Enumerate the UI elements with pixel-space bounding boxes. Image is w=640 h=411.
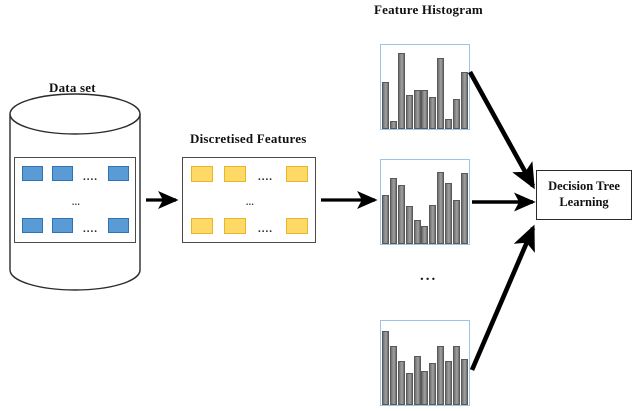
feature-histogram-3 [380, 320, 470, 406]
histogram-bar [413, 356, 421, 405]
histogram-bar [405, 206, 413, 244]
histogram-bar [429, 97, 437, 129]
histogram-bar [429, 205, 437, 244]
dataset-row2-ellipsis: .... [83, 223, 98, 235]
dataset-row1-ellipsis: .... [83, 171, 98, 183]
histogram-bar [413, 89, 421, 129]
histogram-bar [382, 331, 390, 405]
discretised-features-title: Discretised Features [190, 131, 307, 146]
dataset-title: Data set [49, 80, 96, 95]
histogram-bar [460, 172, 468, 244]
histogram-3-bars [381, 321, 469, 405]
feature-histogram-2 [380, 159, 470, 245]
discretised-cell-r2c4 [286, 218, 308, 234]
decision-line-1: Decision Tree [548, 179, 620, 194]
histogram-bar [405, 373, 413, 405]
histogram-bar [421, 89, 429, 129]
histogram-bar [382, 81, 390, 129]
histogram-bar [437, 346, 445, 405]
histogram-bar [460, 71, 468, 129]
decision-line-2: Learning [559, 195, 609, 209]
discretised-column-ellipsis: ... [246, 197, 255, 207]
histogram-bar [390, 120, 398, 129]
discretised-row2-ellipsis: .... [258, 223, 273, 235]
histogram-1-bars [381, 45, 469, 129]
discretised-cell-r2c2 [224, 218, 246, 234]
histogram-bar [398, 361, 406, 405]
dataset-cell-r2c4 [108, 218, 129, 233]
dataset-cylinder [8, 92, 142, 292]
histogram-bar [390, 346, 398, 405]
histogram-bar [398, 185, 406, 244]
feature-histogram-title: Feature Histogram [374, 2, 483, 17]
histogram-bar [405, 95, 413, 129]
histogram-bar [437, 57, 445, 129]
histogram-bar [421, 370, 429, 405]
dataset-cell-r2c1 [22, 218, 43, 233]
decision-tree-learning-box: Decision Tree Learning [536, 170, 632, 220]
histogram-bar [452, 346, 460, 405]
dataset-feature-table: .... ... .... [14, 157, 136, 243]
histogram-bar [452, 98, 460, 129]
histogram-bar [437, 171, 445, 244]
histogram-bar [444, 361, 452, 405]
dataset-cell-r2c2 [52, 218, 73, 233]
arrow-histogram3-to-decision [469, 224, 536, 371]
histogram-bar [444, 118, 452, 129]
histogram-bar [398, 53, 406, 129]
arrow-histogram1-to-decision [467, 70, 536, 190]
histogram-bar [421, 225, 429, 244]
discretised-cell-r1c2 [224, 166, 246, 182]
histogram-bar [452, 200, 460, 244]
dataset-cell-r1c4 [108, 166, 129, 181]
decision-tree-text: Decision Tree Learning [548, 179, 620, 210]
histogram-bar [460, 358, 468, 405]
histogram-bar [413, 220, 421, 244]
histogram-stack-ellipsis: ... [420, 268, 438, 284]
discretised-cell-r1c1 [191, 166, 213, 182]
histogram-2-bars [381, 160, 469, 244]
dataset-column-ellipsis: ... [72, 197, 81, 207]
feature-histogram-1 [380, 44, 470, 130]
cylinder-shape [9, 93, 141, 291]
discretised-cell-r1c4 [286, 166, 308, 182]
discretised-cell-r2c1 [191, 218, 213, 234]
histogram-bar [390, 178, 398, 244]
dataset-cell-r1c2 [52, 166, 73, 181]
discretised-row1-ellipsis: .... [258, 171, 273, 183]
histogram-bar [429, 363, 437, 405]
dataset-cell-r1c1 [22, 166, 43, 181]
discretised-feature-table: .... ... .... [182, 157, 316, 243]
histogram-bar [444, 182, 452, 244]
histogram-bar [382, 195, 390, 244]
